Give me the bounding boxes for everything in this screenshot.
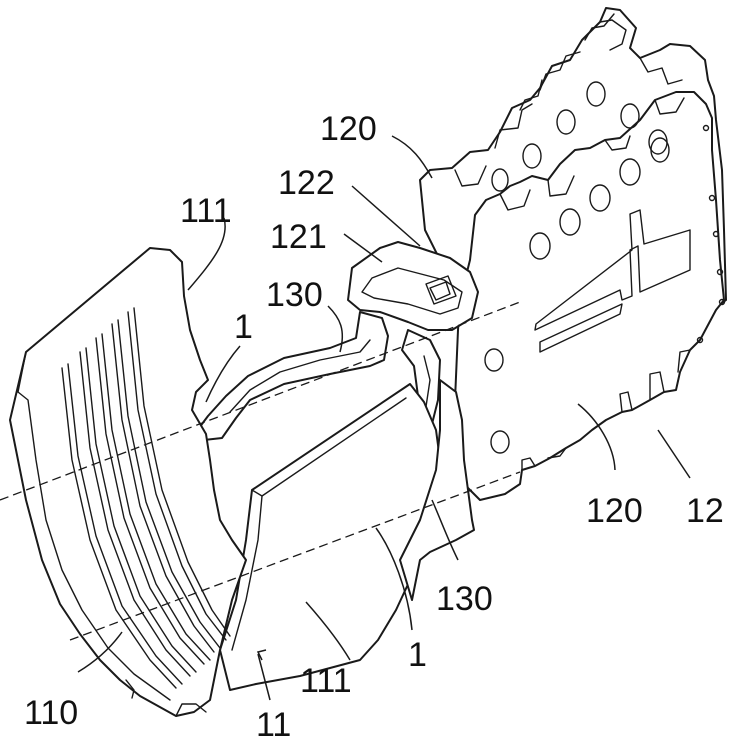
label-122: 122 — [278, 164, 335, 202]
leader-lines — [77, 135, 691, 701]
label-120-bottom: 120 — [586, 492, 643, 530]
clip-window — [425, 275, 457, 305]
label-130-top: 130 — [266, 276, 323, 314]
label-11: 11 — [256, 706, 291, 744]
label-130-bottom: 130 — [436, 580, 493, 618]
reference-labels: 120 122 111 121 130 1 120 12 130 1 111 1… — [24, 110, 724, 744]
label-120-top: 120 — [320, 110, 377, 148]
label-1-bottom: 1 — [408, 636, 427, 674]
center-wall — [219, 383, 441, 691]
ribs — [61, 307, 231, 689]
label-110: 110 — [24, 694, 78, 732]
label-12: 12 — [686, 492, 724, 530]
plate-body — [419, 7, 727, 501]
label-111-bottom: 111 — [300, 662, 352, 700]
curved-plate — [9, 247, 247, 717]
rivet-dots — [696, 124, 726, 344]
cross-slot — [534, 209, 691, 331]
label-1-top: 1 — [234, 308, 253, 346]
dashed-lines — [0, 301, 521, 641]
label-111-top: 111 — [180, 192, 232, 230]
spring-arm-upper — [195, 311, 389, 441]
holes-front — [484, 137, 670, 454]
label-121: 121 — [270, 218, 327, 256]
top-clip — [347, 241, 479, 331]
side-wall — [399, 379, 475, 601]
